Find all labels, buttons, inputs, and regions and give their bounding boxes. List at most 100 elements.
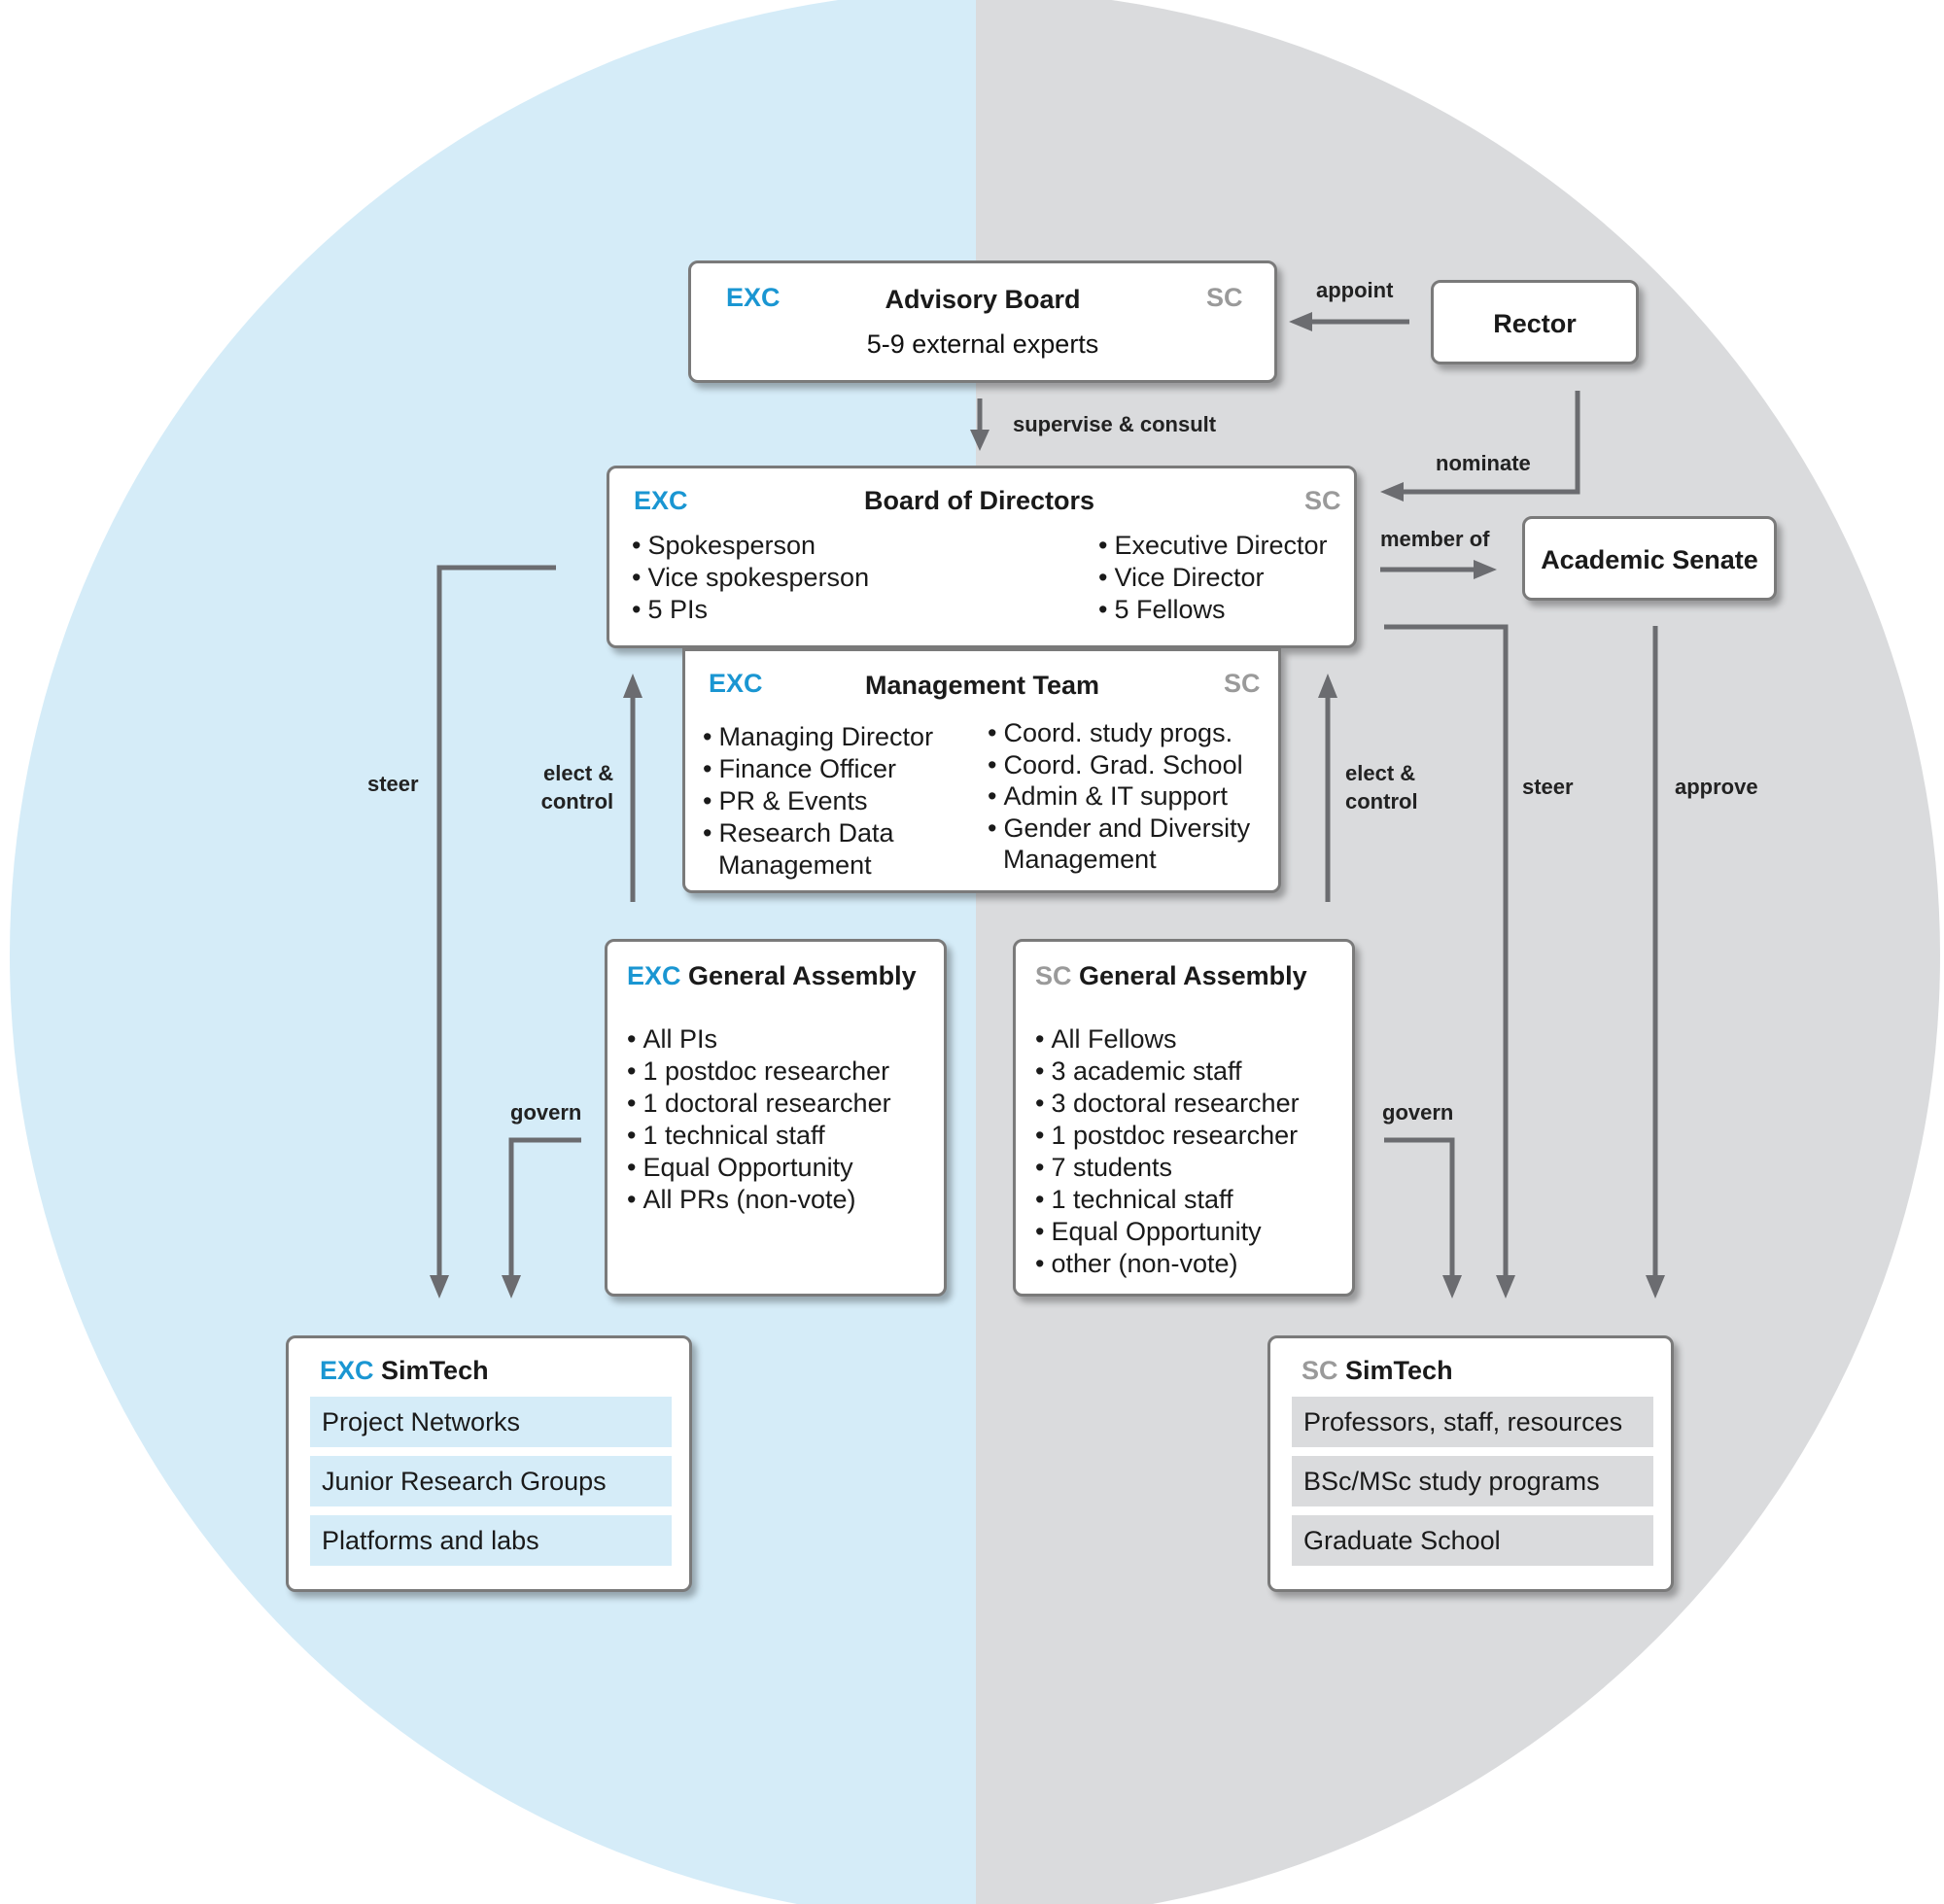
sc-general-assembly-box: SC General Assembly All Fellows 3 academ…	[1013, 939, 1355, 1297]
sc-simtech-heading: SC SimTech	[1302, 1358, 1453, 1384]
arrowhead	[970, 430, 989, 451]
list-item: Spokesperson	[632, 530, 869, 562]
list-item: 3 academic staff	[1035, 1056, 1300, 1088]
sc-tag: SC	[1035, 961, 1072, 990]
exc-simtech-row: Junior Research Groups	[310, 1456, 672, 1506]
arrowhead	[502, 1275, 521, 1298]
sc-tag: SC	[1206, 283, 1243, 312]
exc-simtech-title: SimTech	[381, 1356, 489, 1385]
steer-left-arrow	[436, 565, 556, 1275]
academic-senate-title: Academic Senate	[1541, 545, 1758, 574]
exc-general-assembly-heading: EXC General Assembly	[627, 963, 917, 989]
rector-title: Rector	[1493, 309, 1577, 338]
sc-general-assembly-heading: SC General Assembly	[1035, 963, 1307, 989]
list-item: Equal Opportunity	[1035, 1216, 1300, 1248]
govern-right-arrow	[1384, 1137, 1455, 1275]
sc-simtech-title: SimTech	[1345, 1356, 1453, 1385]
approve-label: approve	[1675, 775, 1758, 799]
list-item: Managing Director	[703, 721, 933, 753]
list-item: Vice spokesperson	[632, 562, 869, 594]
list-item: 1 technical staff	[1035, 1184, 1300, 1216]
advisory-board-title: Advisory Board	[885, 285, 1081, 314]
arrowhead	[1442, 1275, 1462, 1298]
list-item: 1 technical staff	[627, 1120, 891, 1152]
supervise-consult-label: supervise & consult	[1013, 412, 1217, 436]
list-item: 7 students	[1035, 1152, 1300, 1184]
sc-simtech-box: SC SimTech Professors, staff, resources …	[1267, 1335, 1674, 1592]
sc-tag: SC	[1302, 1356, 1338, 1385]
list-item: Coord. Grad. School	[988, 749, 1250, 781]
sc-tag: SC	[1224, 669, 1261, 698]
management-right-list: Coord. study progs. Coord. Grad. School …	[988, 717, 1250, 876]
list-item: Executive Director	[1098, 530, 1327, 562]
list-item: 5 Fellows	[1098, 594, 1328, 626]
nominate-label: nominate	[1436, 451, 1531, 475]
elect-control-left-label: elect & control	[540, 759, 614, 815]
exc-tag: EXC	[726, 283, 781, 312]
arrowhead	[1646, 1275, 1665, 1298]
sc-general-assembly-title: General Assembly	[1079, 961, 1307, 990]
sc-simtech-row: BSc/MSc study programs	[1292, 1456, 1653, 1506]
elect-control-left-line-2: control	[540, 789, 614, 814]
govern-left-label: govern	[510, 1100, 582, 1125]
management-left-list: Managing Director Finance Officer PR & E…	[703, 721, 933, 882]
list-item: Research Data	[703, 817, 933, 849]
list-item: All PIs	[627, 1023, 891, 1056]
elect-control-right-line-1: elect &	[1345, 761, 1416, 785]
advisory-board-subtitle: 5-9 external experts	[866, 329, 1099, 359]
exc-simtech-heading: EXC SimTech	[320, 1358, 489, 1384]
exc-simtech-row: Platforms and labs	[310, 1515, 672, 1566]
board-right-list: Executive Director Vice Director 5 Fello…	[1098, 530, 1328, 626]
rector-box: Rector	[1431, 280, 1639, 364]
elect-control-left-line-1: elect &	[543, 761, 614, 785]
steer-left-label: steer	[367, 772, 419, 796]
exc-tag: EXC	[320, 1356, 374, 1385]
elect-control-right-line-2: control	[1345, 789, 1418, 814]
arrowhead	[1318, 674, 1337, 698]
list-item: All Fellows	[1035, 1023, 1300, 1056]
list-item: other (non-vote)	[1035, 1248, 1300, 1280]
exc-general-assembly-box: EXC General Assembly All PIs 1 postdoc r…	[605, 939, 947, 1297]
arrowhead	[1474, 560, 1497, 579]
list-item-continuation: Management	[718, 850, 872, 880]
sc-general-assembly-list: All Fellows 3 academic staff 3 doctoral …	[1035, 1023, 1300, 1280]
arrowhead	[1380, 482, 1404, 502]
arrowhead	[1496, 1275, 1515, 1298]
list-item: 3 doctoral researcher	[1035, 1088, 1299, 1120]
list-item: All PRs (non-vote)	[627, 1184, 891, 1216]
list-item: Equal Opportunity	[627, 1152, 891, 1184]
member-of-label: member of	[1380, 527, 1490, 551]
board-of-directors-title: Board of Directors	[864, 486, 1095, 515]
management-team-box: EXC Management Team SC Managing Director…	[682, 648, 1281, 893]
nominate-arrow	[1400, 391, 1580, 495]
list-item: Admin & IT support	[988, 780, 1250, 813]
sc-simtech-row: Graduate School	[1292, 1515, 1653, 1566]
list-item: Coord. study progs.	[988, 717, 1250, 749]
list-item: 1 postdoc researcher	[1035, 1120, 1300, 1152]
board-of-directors-box: EXC Board of Directors SC Spokesperson V…	[607, 466, 1357, 648]
exc-tag: EXC	[634, 486, 688, 515]
steer-right-arrow	[1384, 624, 1509, 1275]
exc-general-assembly-title: General Assembly	[688, 961, 917, 990]
appoint-label: appoint	[1316, 278, 1394, 302]
arrowhead	[430, 1275, 449, 1298]
arrowhead	[623, 674, 642, 698]
management-team-title: Management Team	[865, 671, 1100, 700]
academic-senate-box: Academic Senate	[1522, 516, 1777, 601]
exc-general-assembly-list: All PIs 1 postdoc researcher 1 doctoral …	[627, 1023, 891, 1216]
list-item: Vice Director	[1098, 562, 1328, 594]
exc-tag: EXC	[709, 669, 763, 698]
exc-tag: EXC	[627, 961, 681, 990]
list-item: Gender and Diversity	[988, 813, 1250, 845]
exc-simtech-box: EXC SimTech Project Networks Junior Rese…	[286, 1335, 692, 1592]
list-item: PR & Events	[703, 785, 933, 817]
arrowhead	[1289, 312, 1312, 331]
advisory-board-box: EXC Advisory Board SC 5-9 external exper…	[688, 260, 1277, 383]
govern-right-label: govern	[1382, 1100, 1454, 1125]
list-item: 5 PIs	[632, 594, 869, 626]
exc-simtech-row: Project Networks	[310, 1397, 672, 1447]
list-item: 1 postdoc researcher	[627, 1056, 891, 1088]
list-item: Finance Officer	[703, 753, 933, 785]
list-item: 1 doctoral researcher	[627, 1088, 890, 1120]
elect-control-right-label: elect & control	[1345, 759, 1418, 815]
